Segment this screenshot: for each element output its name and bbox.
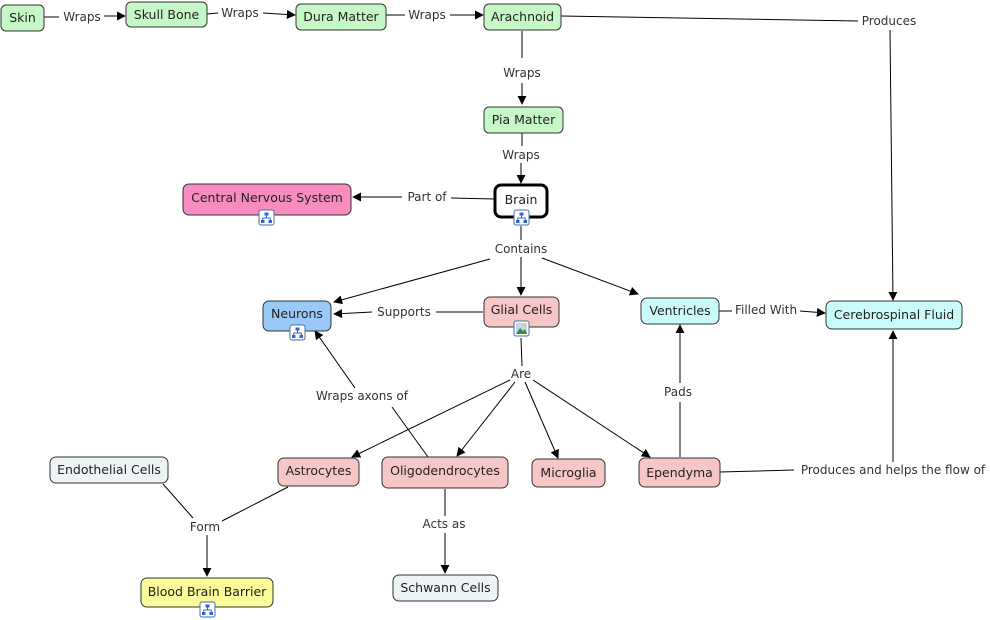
submap-icon[interactable] bbox=[199, 601, 216, 618]
concept-blood-brain-barrier[interactable]: Blood Brain Barrier bbox=[140, 577, 274, 618]
link-skull-dura: Wraps bbox=[221, 6, 258, 20]
concept-arachnoid[interactable]: Arachnoid bbox=[483, 3, 562, 31]
concept-skin[interactable]: Skin bbox=[0, 4, 45, 32]
link-ependyma-pads: Pads bbox=[664, 385, 692, 399]
concept-glial-cells-label: Glial Cells bbox=[491, 302, 553, 317]
linking-phrases: Wraps Wraps Wraps Wraps Wraps Produces P… bbox=[63, 6, 986, 534]
link-ventricles-filled: Filled With bbox=[735, 303, 797, 317]
concept-schwann-cells-label: Schwann Cells bbox=[400, 580, 490, 595]
link-brain-part-of: Part of bbox=[407, 190, 447, 204]
link-ependyma-produces: Produces and helps the flow of bbox=[801, 463, 986, 477]
submap-icon[interactable] bbox=[258, 209, 275, 226]
concept-pia-matter-label: Pia Matter bbox=[492, 112, 556, 127]
concepts: Skin Skull Bone Dura Matter Arachnoid Pi… bbox=[0, 1, 963, 618]
connectors bbox=[44, 10, 898, 577]
concept-cerebrospinal-fluid[interactable]: Cerebrospinal Fluid bbox=[825, 300, 963, 330]
link-brain-contains: Contains bbox=[495, 242, 548, 256]
link-form: Form bbox=[190, 520, 220, 534]
concept-microglia[interactable]: Microglia bbox=[531, 458, 606, 488]
concept-astrocytes-label: Astrocytes bbox=[286, 463, 352, 478]
concept-csf-label: Cerebrospinal Fluid bbox=[834, 307, 954, 322]
link-pia-brain: Wraps bbox=[502, 148, 539, 162]
link-glial-supports: Supports bbox=[377, 305, 431, 319]
link-dura-arachnoid: Wraps bbox=[408, 8, 445, 22]
concept-neurons[interactable]: Neurons bbox=[262, 300, 332, 341]
concept-skin-label: Skin bbox=[9, 10, 36, 25]
image-icon[interactable] bbox=[513, 320, 530, 337]
concept-arachnoid-label: Arachnoid bbox=[491, 9, 554, 24]
concept-microglia-label: Microglia bbox=[540, 465, 596, 480]
concept-glial-cells[interactable]: Glial Cells bbox=[483, 296, 560, 337]
concept-oligodendrocytes[interactable]: Oligodendrocytes bbox=[381, 456, 509, 489]
link-arachnoid-pia: Wraps bbox=[503, 66, 540, 80]
concept-ependyma-label: Ependyma bbox=[646, 465, 713, 480]
concept-endothelial-cells[interactable]: Endothelial Cells bbox=[49, 456, 169, 484]
concept-ventricles-label: Ventricles bbox=[649, 303, 710, 318]
concept-ventricles[interactable]: Ventricles bbox=[640, 297, 720, 325]
concept-cns-label: Central Nervous System bbox=[191, 190, 343, 205]
concept-pia-matter[interactable]: Pia Matter bbox=[483, 106, 564, 134]
concept-oligodendrocytes-label: Oligodendrocytes bbox=[390, 463, 500, 478]
concept-astrocytes[interactable]: Astrocytes bbox=[277, 457, 360, 487]
concept-skull-bone[interactable]: Skull Bone bbox=[125, 1, 208, 28]
concept-skull-bone-label: Skull Bone bbox=[134, 7, 200, 22]
concept-brain-label: Brain bbox=[505, 192, 538, 207]
concept-bbb-label: Blood Brain Barrier bbox=[148, 584, 267, 599]
concept-neurons-label: Neurons bbox=[271, 306, 323, 321]
link-oligo-wraps-axons: Wraps axons of bbox=[316, 389, 409, 403]
link-skin-skull: Wraps bbox=[63, 10, 100, 24]
concept-endothelial-cells-label: Endothelial Cells bbox=[57, 462, 161, 477]
concept-dura-matter-label: Dura Matter bbox=[303, 9, 379, 24]
link-acts-as: Acts as bbox=[423, 517, 466, 531]
submap-icon[interactable] bbox=[289, 324, 306, 341]
concept-brain[interactable]: Brain bbox=[493, 183, 549, 226]
concept-dura-matter[interactable]: Dura Matter bbox=[295, 3, 387, 31]
link-arachnoid-produces: Produces bbox=[862, 14, 917, 28]
concept-schwann-cells[interactable]: Schwann Cells bbox=[392, 574, 499, 602]
concept-central-nervous-system[interactable]: Central Nervous System bbox=[182, 183, 352, 226]
submap-icon[interactable] bbox=[513, 209, 530, 226]
link-glial-are: Are bbox=[511, 367, 531, 381]
concept-ependyma[interactable]: Ependyma bbox=[638, 457, 721, 488]
